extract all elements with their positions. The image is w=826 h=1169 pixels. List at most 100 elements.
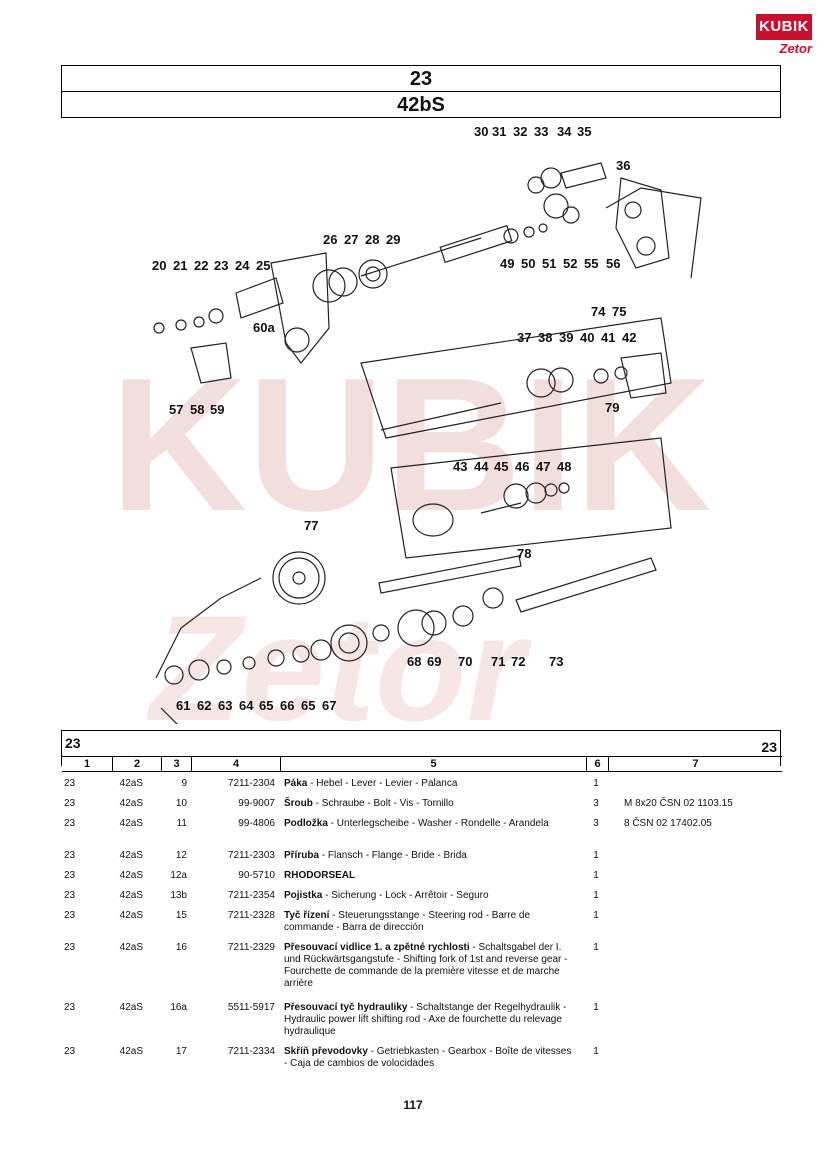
- cell-position: 10: [175, 798, 187, 809]
- svg-text:50: 50: [521, 256, 535, 271]
- cell-part-number: 7211-2334: [227, 1046, 275, 1057]
- cell-position: 13b: [170, 890, 187, 901]
- part-name: Tyč řízení: [284, 910, 330, 921]
- cell-description: Šroub - Schraube - Bolt - Vis - Tornillo: [284, 798, 454, 809]
- part-name: Pojistka: [284, 890, 323, 901]
- svg-text:44: 44: [474, 459, 489, 474]
- cell-description: Podložka - Unterlegscheibe - Washer - Ro…: [284, 818, 549, 829]
- svg-text:77: 77: [304, 518, 318, 533]
- svg-text:69: 69: [427, 654, 441, 669]
- cell-assembly: 42aS: [119, 1002, 143, 1013]
- svg-text:49: 49: [500, 256, 514, 271]
- svg-text:74: 74: [591, 304, 606, 319]
- cell-part-number: 99-9007: [238, 798, 275, 809]
- svg-text:34: 34: [557, 124, 572, 139]
- group-right: 23: [761, 739, 777, 755]
- svg-text:51: 51: [542, 256, 556, 271]
- cell-group: 23: [64, 1046, 76, 1057]
- cell-assembly: 42aS: [119, 910, 143, 921]
- svg-text:59: 59: [210, 402, 224, 417]
- svg-text:38: 38: [538, 330, 552, 345]
- col-header-7: 7: [692, 758, 699, 770]
- col-header-1: 1: [62, 757, 113, 771]
- svg-text:79: 79: [605, 400, 619, 415]
- cell-group: 23: [64, 798, 76, 809]
- svg-text:72: 72: [511, 654, 525, 669]
- brand-logo: KUBIK Zetor: [756, 14, 812, 60]
- svg-text:33: 33: [534, 124, 548, 139]
- part-name: Příruba: [284, 850, 320, 861]
- svg-text:37: 37: [517, 330, 531, 345]
- svg-text:25: 25: [256, 258, 270, 273]
- cell-part-number: 7211-2354: [227, 890, 275, 901]
- cell-description: Přesouvací vidlice 1. a zpětné rychlosti…: [284, 942, 568, 989]
- cell-part-number: 7211-2304: [227, 778, 275, 789]
- assembly-code: 42bS: [61, 91, 781, 118]
- svg-text:52: 52: [563, 256, 577, 271]
- svg-text:22: 22: [194, 258, 208, 273]
- table-header: 23 23 1 2 3 4 5 6 7: [61, 730, 782, 772]
- cell-description: RHODORSEAL: [284, 870, 574, 882]
- svg-text:26: 26: [323, 232, 337, 247]
- cell-description: Skříň převodovky - Getriebkasten - Gearb…: [284, 1046, 572, 1069]
- col-header-4: 4: [192, 757, 281, 771]
- svg-text:57: 57: [169, 402, 183, 417]
- cell-assembly: 42aS: [119, 890, 143, 901]
- part-name: RHODORSEAL: [284, 870, 356, 881]
- svg-text:39: 39: [559, 330, 573, 345]
- cell-position: 11: [176, 818, 187, 829]
- svg-text:67: 67: [322, 698, 336, 713]
- cell-note: 8 ČSN 02 17402.05: [624, 818, 712, 829]
- cell-quantity: 1: [593, 1046, 599, 1057]
- svg-text:70: 70: [458, 654, 472, 669]
- cell-part-number: 90-5710: [238, 870, 275, 881]
- svg-text:48: 48: [557, 459, 571, 474]
- cell-quantity: 1: [593, 910, 599, 921]
- svg-text:63: 63: [218, 698, 232, 713]
- cell-group: 23: [64, 778, 76, 789]
- cell-group: 23: [64, 1002, 76, 1013]
- col-header-5: 5: [281, 757, 587, 771]
- cell-part-number: 5511-5917: [227, 1002, 275, 1013]
- svg-text:36: 36: [616, 158, 630, 173]
- svg-text:75: 75: [612, 304, 626, 319]
- svg-text:23: 23: [214, 258, 228, 273]
- svg-text:60a: 60a: [253, 320, 275, 335]
- svg-text:65: 65: [301, 698, 315, 713]
- cell-part-number: 7211-2329: [227, 942, 275, 953]
- cell-quantity: 1: [593, 870, 599, 881]
- cell-description: Pojistka - Sicherung - Lock - Arrêtoir -…: [284, 890, 489, 901]
- svg-text:32: 32: [513, 124, 527, 139]
- column-headers: 1 2 3 4 5 6 7: [62, 756, 782, 772]
- svg-text:73: 73: [549, 654, 563, 669]
- svg-text:65: 65: [259, 698, 273, 713]
- cell-description: Páka - Hebel - Lever - Levier - Palanca: [284, 778, 458, 789]
- brand-name: KUBIK: [756, 14, 812, 40]
- cell-group: 23: [64, 910, 76, 921]
- part-name: Přesouvací tyč hydrauliky: [284, 1002, 408, 1013]
- svg-text:78: 78: [517, 546, 531, 561]
- cell-part-number: 99-4806: [238, 818, 275, 829]
- svg-text:62: 62: [197, 698, 211, 713]
- cell-group: 23: [64, 870, 76, 881]
- cell-quantity: 1: [593, 850, 599, 861]
- group-left: 23: [65, 735, 81, 751]
- svg-text:61: 61: [176, 698, 190, 713]
- cell-position: 17: [175, 1046, 187, 1057]
- brand-sub: Zetor: [779, 41, 813, 56]
- cell-description: Tyč řízení - Steuerungsstange - Steering…: [284, 910, 531, 933]
- svg-text:68: 68: [407, 654, 421, 669]
- cell-assembly: 42aS: [119, 798, 143, 809]
- svg-text:66: 66: [280, 698, 294, 713]
- svg-text:42: 42: [622, 330, 636, 345]
- svg-text:55: 55: [584, 256, 598, 271]
- cell-quantity: 1: [593, 890, 599, 901]
- svg-text:30: 30: [474, 124, 488, 139]
- cell-position: 16: [175, 942, 187, 953]
- svg-text:21: 21: [173, 258, 187, 273]
- svg-text:64: 64: [239, 698, 254, 713]
- svg-text:24: 24: [235, 258, 250, 273]
- part-name: Páka: [284, 778, 308, 789]
- svg-text:71: 71: [491, 654, 505, 669]
